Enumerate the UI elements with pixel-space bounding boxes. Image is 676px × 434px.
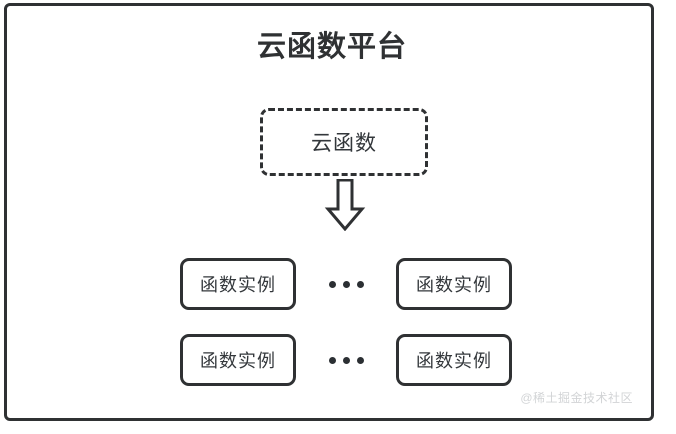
page-title: 云函数平台 (256, 31, 407, 63)
cloud-function-node: 云函数 (260, 108, 428, 176)
function-instance-label: 函数实例 (416, 275, 492, 295)
function-instance-label: 函数实例 (416, 351, 492, 371)
ellipsis-dot (328, 280, 336, 288)
function-instance-box: 函数实例 (396, 334, 512, 386)
watermark: @稀土掘金技术社区 (520, 391, 633, 405)
function-instance-label: 函数实例 (200, 351, 276, 371)
cloud-function-platform-container: 云函数平台 云函数 函数实例 函数实例 函数实例 (4, 3, 654, 421)
function-instance-box: 函数实例 (180, 334, 296, 386)
ellipsis-dot (356, 356, 364, 364)
ellipsis-dot (328, 356, 336, 364)
ellipsis-dot (356, 280, 364, 288)
ellipsis-dot (342, 356, 350, 364)
down-block-arrow-icon (320, 178, 370, 232)
ellipsis-icon (328, 280, 364, 288)
instance-row: 函数实例 函数实例 (180, 334, 512, 386)
cloud-function-label: 云函数 (311, 132, 377, 155)
instance-row: 函数实例 函数实例 (180, 258, 512, 310)
function-instance-box: 函数实例 (396, 258, 512, 310)
ellipsis-dot (342, 280, 350, 288)
function-instance-box: 函数实例 (180, 258, 296, 310)
function-instance-label: 函数实例 (200, 275, 276, 295)
ellipsis-icon (328, 356, 364, 364)
